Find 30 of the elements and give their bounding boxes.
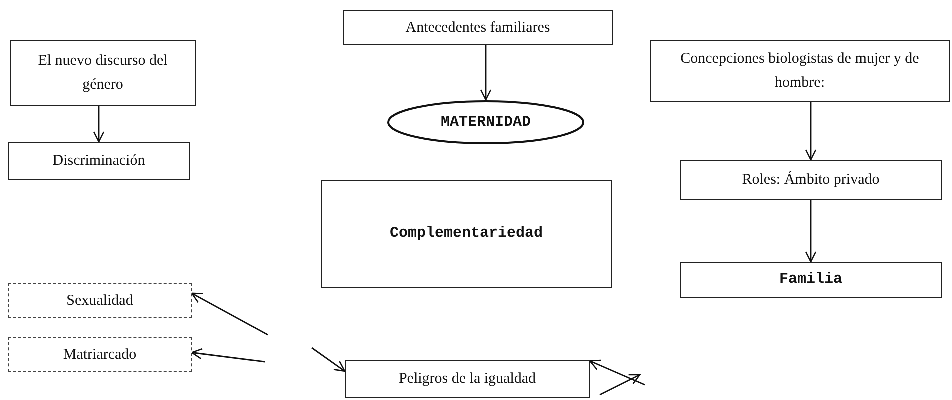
node-label: Complementariedad <box>388 224 544 244</box>
node-label: Antecedentes familiares <box>404 18 552 38</box>
arrow <box>191 348 266 363</box>
node-label: Matriarcado <box>62 346 138 364</box>
concept-box <box>321 180 612 288</box>
concept-box <box>680 262 942 298</box>
concept-box <box>650 40 950 102</box>
node-label: Roles: Ámbito privado <box>741 170 881 190</box>
node-label: El nuevo discurso del género <box>37 52 169 95</box>
concept-box <box>680 160 942 200</box>
node-label: Peligros de la igualdad <box>398 370 538 389</box>
concept-box <box>343 10 613 45</box>
arrow <box>589 360 646 386</box>
concept-box <box>8 142 190 180</box>
ellipse-node <box>387 100 585 145</box>
arrow <box>805 200 817 263</box>
arrow <box>480 45 492 101</box>
arrow <box>93 106 105 143</box>
arrow <box>312 347 346 372</box>
concept-box <box>345 360 590 398</box>
arrow <box>191 292 268 336</box>
concept-box <box>10 40 196 106</box>
node-label: Concepciones biologistas de mujer y de hombre: <box>680 50 920 93</box>
node-label: Discriminación <box>52 152 146 171</box>
concept-box <box>8 337 192 372</box>
node-label: MATERNIDAD <box>440 112 532 132</box>
arrow <box>805 102 817 161</box>
node-label: Familia <box>778 270 844 290</box>
concept-box <box>8 283 192 318</box>
node-label: Sexualidad <box>66 292 134 310</box>
